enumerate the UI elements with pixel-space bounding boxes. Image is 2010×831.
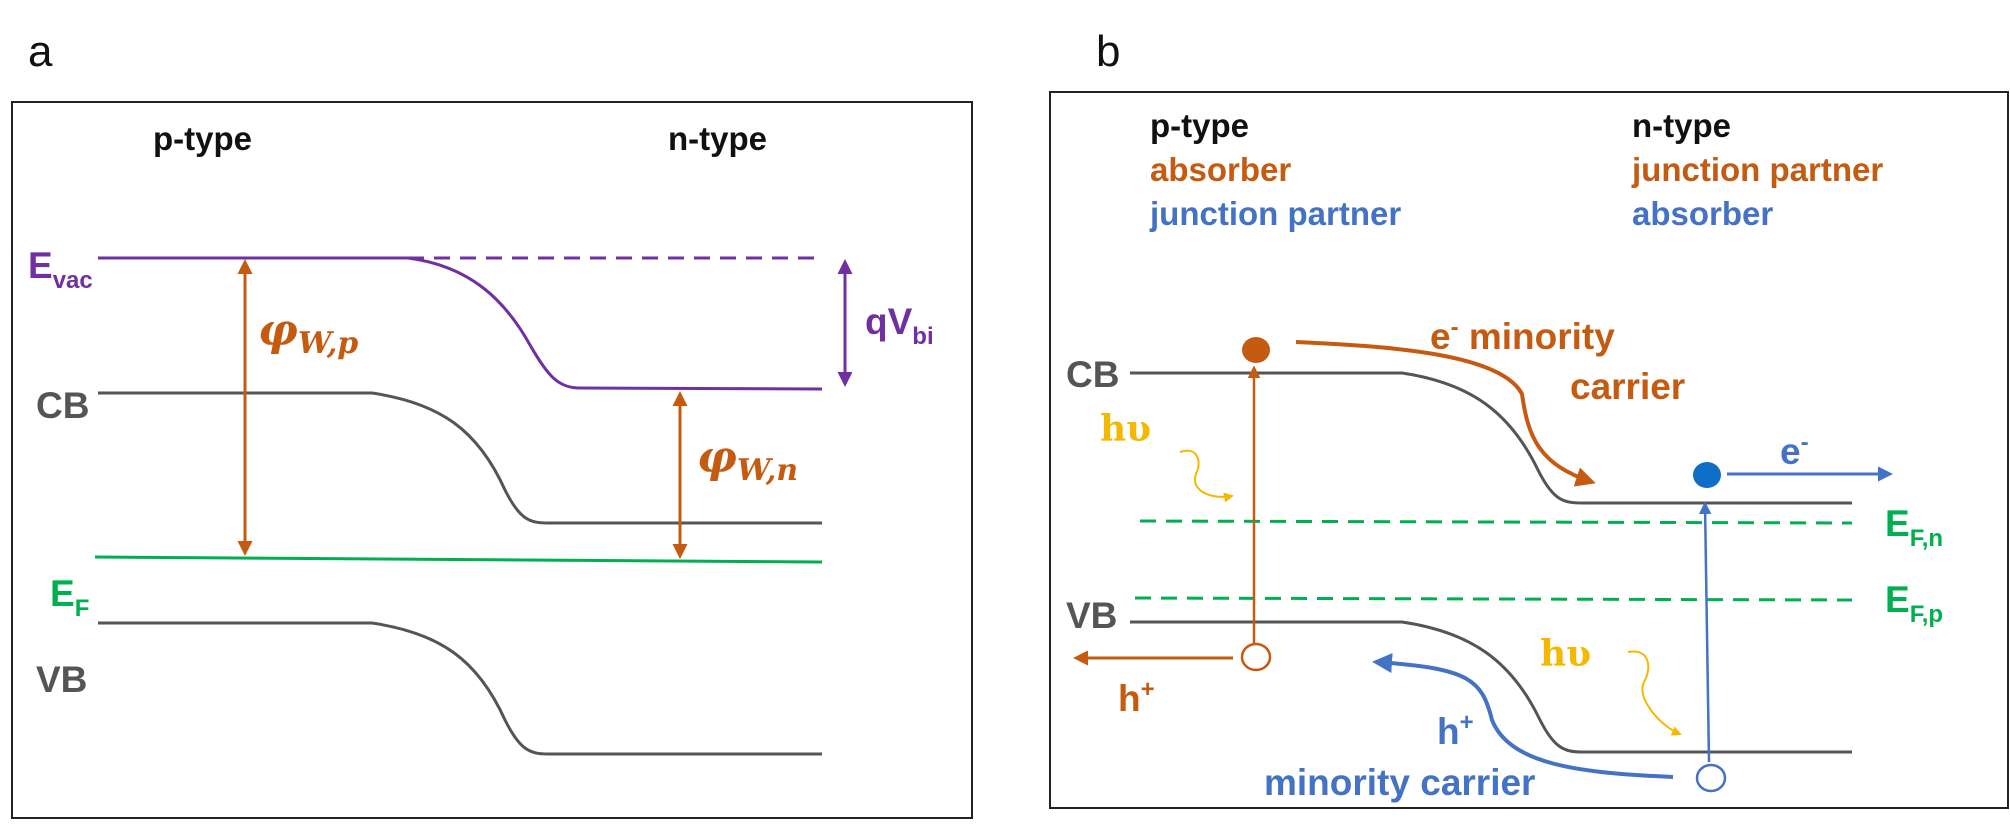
panel-a: a p-type n-type Evac CB EF VB φW,p φW,n … (11, 27, 973, 819)
panel-a-frame (11, 101, 973, 819)
vacuum-level-line (98, 256, 823, 391)
valence-band-line-b (1130, 620, 1852, 754)
n-type-label: n-type (668, 120, 767, 157)
electron-minority-path (1295, 340, 1596, 487)
right-role-absorber: absorber (1632, 195, 1773, 232)
fermi-level-label: EF (50, 573, 89, 622)
vb-label-b: VB (1066, 595, 1117, 636)
electron-dot-left (1242, 337, 1270, 363)
cb-label: CB (36, 385, 89, 426)
work-function-p-label: φW,p (258, 305, 358, 361)
fermi-level-line (94, 555, 823, 564)
p-type-label: p-type (153, 120, 252, 157)
hole-minority-label-line2: minority carrier (1264, 762, 1535, 803)
photon-label-left: hυ (1100, 408, 1151, 450)
panel-a-letter: a (28, 27, 53, 76)
left-role-junction-partner: junction partner (1149, 195, 1401, 232)
quasi-fermi-level-p-label: EF,p (1885, 579, 1943, 628)
work-function-n-label: φW,n (697, 432, 798, 488)
panel-b: b p-type absorber junction partner n-typ… (1049, 27, 2009, 809)
photon-label-right: hυ (1540, 633, 1591, 675)
built-in-voltage-label: qVbi (865, 301, 934, 350)
quasi-fermi-level-n (1139, 519, 1853, 525)
electron-label-right: e- (1780, 429, 1809, 472)
vacuum-level-label: Evac (28, 245, 93, 294)
electron-minority-label-line1: e- minority (1430, 314, 1615, 357)
cb-label-b: CB (1066, 354, 1119, 395)
hole-label-left: h+ (1118, 676, 1155, 719)
panel-b-letter: b (1096, 27, 1120, 76)
electron-dot-right (1693, 462, 1721, 488)
valence-band-line (98, 621, 822, 756)
left-type-label: p-type (1150, 107, 1249, 144)
photon-squiggle-left (1179, 449, 1234, 503)
conduction-band-line (98, 391, 822, 525)
right-type-label: n-type (1632, 107, 1731, 144)
photon-squiggle-right (1627, 650, 1682, 736)
right-role-junction-partner: junction partner (1631, 151, 1883, 188)
hole-minority-label-line1: h+ (1437, 709, 1474, 752)
electron-minority-label-line2: carrier (1570, 366, 1685, 407)
excitation-arrow-right (1698, 501, 1712, 763)
quasi-fermi-level-p (1134, 596, 1853, 602)
hole-circle-right (1695, 763, 1727, 793)
conduction-band-line-b (1130, 371, 1852, 505)
left-role-absorber: absorber (1150, 151, 1291, 188)
hole-circle-left (1240, 642, 1272, 672)
hole-minority-path (1372, 653, 1674, 779)
panel-b-frame (1049, 91, 2009, 809)
vb-label: VB (36, 659, 87, 700)
quasi-fermi-level-n-label: EF,n (1885, 503, 1943, 552)
